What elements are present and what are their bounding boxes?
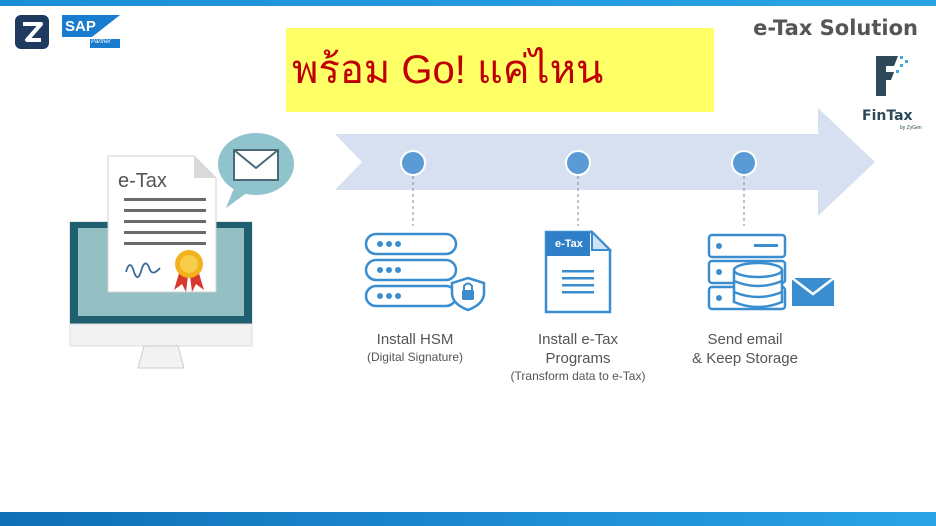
certificate-seal-icon <box>174 250 204 292</box>
step-1-subtitle: (Digital Signature) <box>366 350 464 364</box>
computer-with-certificate-illustration <box>69 133 294 369</box>
timeline-node-1 <box>400 150 426 176</box>
document-label: e-Tax <box>118 170 167 192</box>
step-1-title: Install HSM <box>376 331 454 348</box>
step-1-label: Install HSM (Digital Signature) <box>335 330 495 365</box>
bottom-accent-bar <box>0 512 936 526</box>
envelope-icon <box>791 277 835 306</box>
sap-partner-label: Partner <box>91 39 111 45</box>
step-2-label: Install e-Tax Programs (Transform data t… <box>488 330 668 384</box>
sap-logo-text: SAP <box>65 18 96 35</box>
step-2-subtitle: (Transform data to e-Tax) <box>510 369 646 383</box>
sap-partner-logo: SAP <box>62 15 120 48</box>
headline-box <box>286 28 714 112</box>
etax-document-icon <box>544 230 613 314</box>
timeline-node-3 <box>731 150 757 176</box>
fintax-logo-icon <box>876 56 908 96</box>
timeline-arrow <box>335 108 875 216</box>
etax-doc-tag: e-Tax <box>555 238 583 250</box>
email-bubble-icon <box>218 133 294 208</box>
headline: พร้อม Go! แค่ไหน <box>292 48 604 92</box>
step-3-title-line-2: & Keep Storage <box>692 350 798 367</box>
step-3-title-line-1: Send email <box>707 331 783 348</box>
timeline-node-2 <box>565 150 591 176</box>
top-accent-bar <box>0 0 936 6</box>
brand-title: e-Tax Solution <box>753 16 918 40</box>
step-2-title-line-2: Programs <box>545 350 611 367</box>
server-shield-icon <box>364 232 486 312</box>
step-2-title-line-1: Install e-Tax <box>537 331 619 348</box>
database-email-icon <box>707 233 835 311</box>
step-3-label: Send email & Keep Storage <box>660 330 830 368</box>
fintax-name: FinTax <box>862 108 913 124</box>
zygen-logo-icon <box>15 15 49 49</box>
fintax-sub: by ZyGen <box>900 125 922 131</box>
timeline-nodes <box>400 150 757 226</box>
